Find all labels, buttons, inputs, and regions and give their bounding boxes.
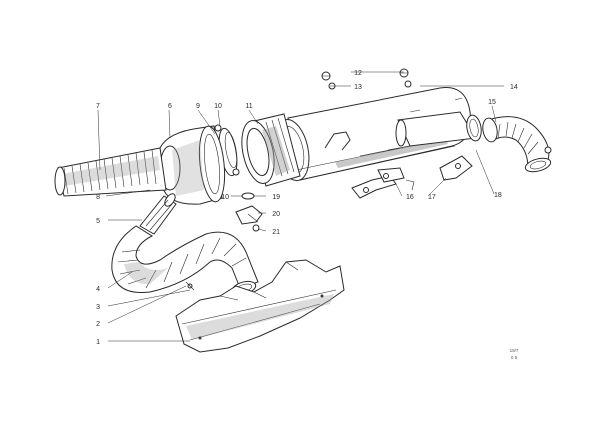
heat-shield [175,259,345,353]
drawing-code-line2: 0 5 [511,355,518,360]
callout-10-top: 10 [214,103,222,110]
callout-21: 21 [272,229,280,236]
mounting-brackets [351,155,473,199]
small-hardware [235,192,263,232]
callout-17: 17 [428,194,436,201]
callout-3: 3 [96,304,100,311]
callout-19: 19 [272,194,280,201]
callout-labels: 1 2 3 4 5 6 7 8 9 10 10 11 12 13 14 15 1… [96,70,518,346]
intake-cover [159,125,226,205]
callout-9: 9 [196,103,200,110]
callout-10-lower: 10 [221,194,229,201]
callout-18: 18 [494,192,502,199]
callout-8: 8 [96,194,100,201]
callout-6: 6 [168,103,172,110]
filter-element [241,113,301,187]
callout-14: 14 [510,84,518,91]
callout-1: 1 [96,339,100,346]
intake-bellows [54,147,167,197]
connecting-tube [139,193,177,235]
sealing-ring [214,124,240,177]
callout-20: 20 [272,211,280,218]
drawing-code-line1: 19/7 [510,348,519,353]
housing-clips [321,68,412,90]
callout-5: 5 [96,218,100,225]
drawing-code: 19/7 0 5 [510,348,519,360]
leader-lines [97,71,504,342]
elbow-hose [482,116,552,173]
flexible-duct [111,225,259,294]
callout-11: 11 [245,103,252,110]
intake-snorkel [395,111,482,147]
callout-13: 13 [354,84,362,91]
callout-4: 4 [96,286,100,293]
callout-7: 7 [96,103,100,110]
callout-2: 2 [96,321,100,328]
callout-12: 12 [354,70,362,77]
callout-15: 15 [488,99,496,106]
callout-16: 16 [406,194,414,201]
